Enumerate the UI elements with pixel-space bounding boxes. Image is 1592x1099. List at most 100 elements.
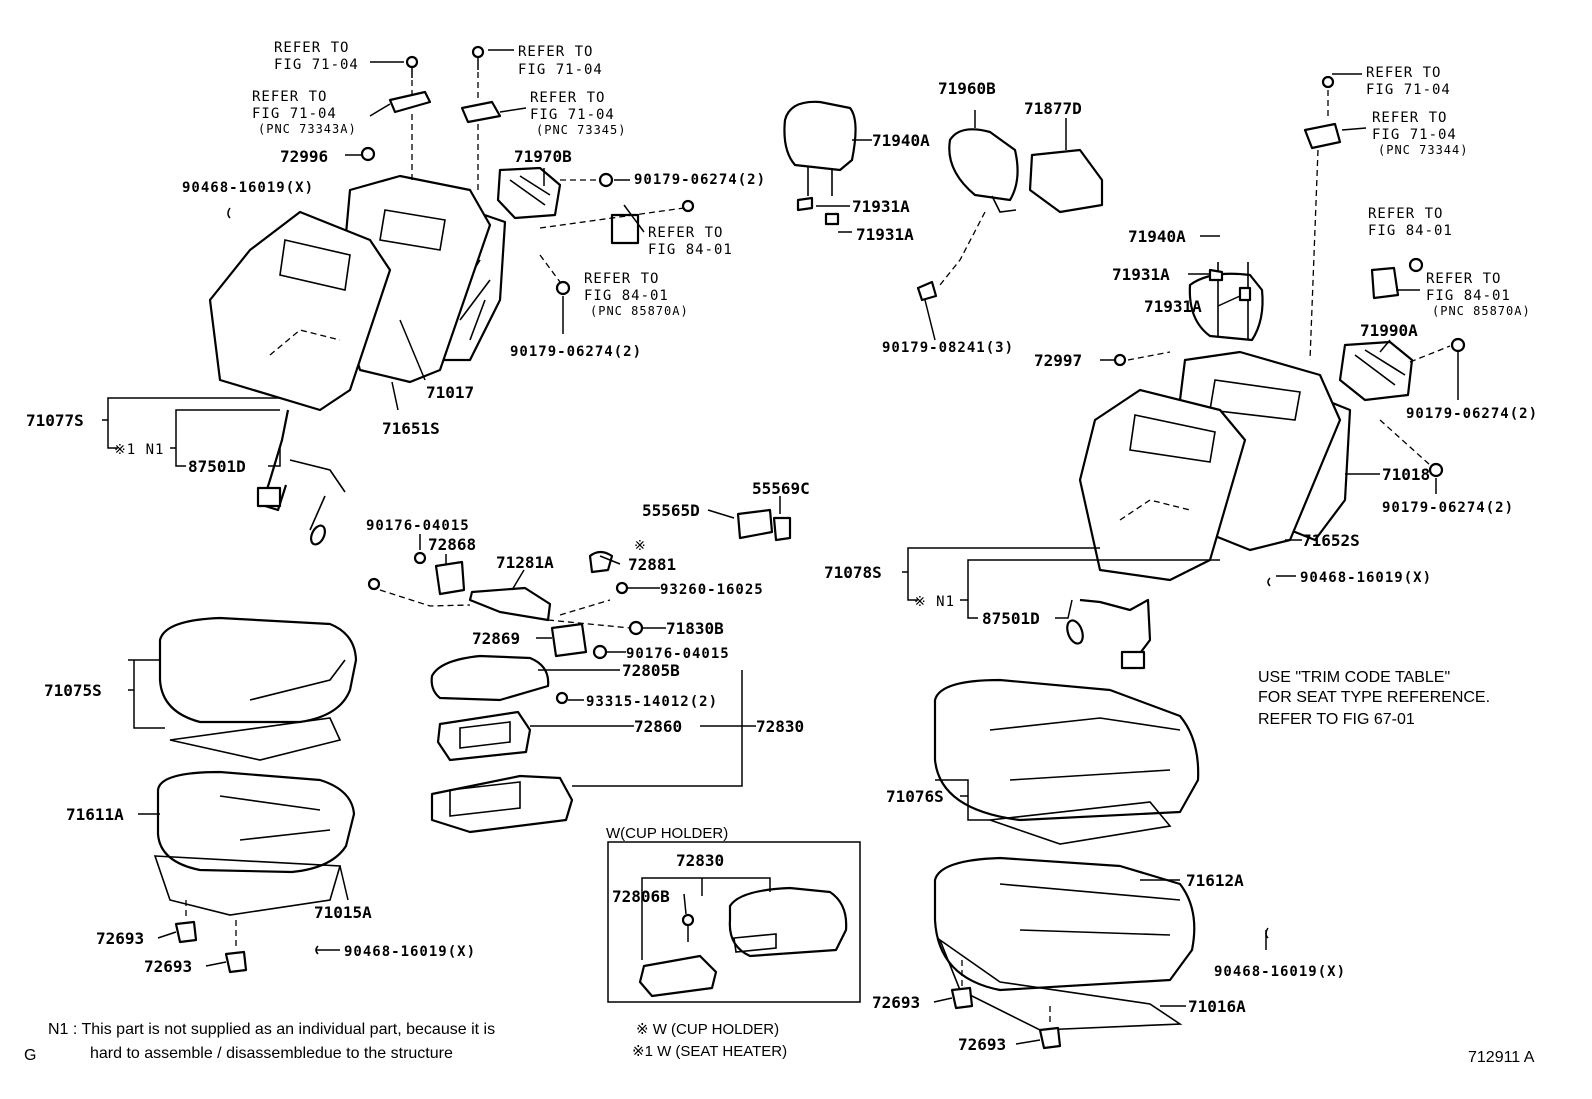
part-label: 90179-06274(2) [1382,500,1514,516]
cup-holder-box [607,841,861,1003]
nut-icon [1450,337,1466,353]
clip-72997-icon [1113,353,1127,367]
part-label: 71970B [514,147,572,166]
connector-fig-84-01 [610,213,640,245]
ref-text: REFER TO [1426,271,1501,287]
seat-pad-71611A [156,770,356,874]
part-label: 90468-16019(X) [344,944,476,960]
part-label: 90179-06274(2) [510,344,642,360]
part-label: 90176-04015 [626,646,730,662]
part-label: 71078S [824,563,882,582]
part-label: 71017 [426,383,474,402]
part-label: 72806B [612,887,670,906]
ref-text: REFER TO [1366,65,1441,81]
part-label: 72868 [428,535,476,554]
part-label: 55565D [642,501,700,520]
bolt-icon [471,45,485,59]
part-label: 90179-06274(2) [1406,406,1538,422]
cup-holder-55565D [736,508,774,540]
screw-icon [555,691,569,705]
cup-holder-55569C [772,516,792,542]
lock-72881 [588,550,614,574]
part-label: 72693 [96,929,144,948]
screw-icon [413,551,427,565]
ref-text: FIG 71-04 [530,107,615,123]
cap-72693 [224,950,248,974]
part-label: 90179-06274(2) [634,172,766,188]
hinge-71281A [468,586,552,622]
ref-text: REFER TO [584,271,659,287]
screw-icon [367,577,381,591]
part-label: 72881 [628,555,676,574]
ref-text: FIG 71-04 [1372,127,1457,143]
bushing-71830B [628,620,644,636]
cover-72869 [550,622,588,658]
screw-icon [592,644,608,660]
part-label: 90176-04015 [366,518,470,534]
ref-text: REFER TO [1372,110,1447,126]
part-label: 71652S [1302,531,1360,550]
part-label: 71015A [314,903,372,922]
part-label: 90468-16019(X) [1214,964,1346,980]
part-label: ※ [634,538,647,554]
ref-text: (PNC 73344) [1378,143,1468,157]
part-label: 71076S [886,787,944,806]
cup-holder-inset [607,841,861,1003]
ref-text: REFER TO [252,89,327,105]
ref-text: REFER TO [518,44,593,60]
part-label: 72693 [872,993,920,1012]
cap-72693 [174,920,198,944]
part-label: 71877D [1024,99,1082,118]
armrest-assembly [367,508,792,834]
part-label: 72830 [756,717,804,736]
part-label: 72996 [280,147,328,166]
part-label: 72869 [472,629,520,648]
headrest-71940A [783,100,857,172]
guide-bracket-73344 [1303,122,1342,150]
screw-icon [615,581,629,595]
part-label: 71830B [666,619,724,638]
footer-notes: USE "TRIM CODE TABLE" FOR SEAT TYPE REFE… [24,669,1535,1066]
part-label: 71016A [1188,997,1246,1016]
armrest-base-72830 [430,774,574,834]
part-label: 72805B [622,661,680,680]
leader-lines [102,49,1459,1045]
part-label: ※1 N1 [114,442,164,458]
center-headrests [783,100,1104,302]
part-label: 93315-14012(2) [586,694,718,710]
ref-text: REFER TO [274,40,349,56]
ref-text: FIG 84-01 [648,242,733,258]
cup-holder-title: W(CUP HOLDER) [606,825,728,842]
ref-text: (PNC 73343A) [258,122,357,136]
left-seatback-assembly [208,45,695,546]
ref-text: FIG 71-04 [518,62,603,78]
ref-text: (PNC 85870A) [1432,304,1531,318]
ref-text: FIG 71-04 [274,57,359,73]
nut-icon [1428,462,1444,478]
ref-text: FIG 84-01 [584,288,669,304]
seat-cover-71076S [933,678,1200,822]
nut-icon [598,172,614,188]
connector-fig-84-01-right [1370,266,1400,300]
part-label: 71990A [1360,321,1418,340]
part-label: 71018 [1382,465,1430,484]
cap-72693-right [1038,1026,1062,1050]
ref-text: REFER TO [530,90,605,106]
ref-text: FIG 71-04 [1366,82,1451,98]
guide-bracket-73345 [460,100,502,124]
part-label: 71931A [1112,265,1170,284]
bolt-icon [1321,75,1335,89]
clip-72996-icon [360,146,376,162]
seat-heater-87501D-right [1079,598,1152,661]
hinge-72868 [434,560,466,596]
right-seat-cushion [933,678,1200,1050]
legend-note: ※1 W (SEAT HEATER) [632,1043,787,1060]
ref-text: FIG 71-04 [252,106,337,122]
legend-note: ※ W (CUP HOLDER) [636,1021,779,1038]
trim-note: FOR SEAT TYPE REFERENCE. [1258,689,1490,706]
ref-text: (PNC 85870A) [590,304,689,318]
right-seatback-assembly [1066,75,1466,670]
part-label: 90468-16019(X) [1300,570,1432,586]
part-label: 93260-16025 [660,582,764,598]
